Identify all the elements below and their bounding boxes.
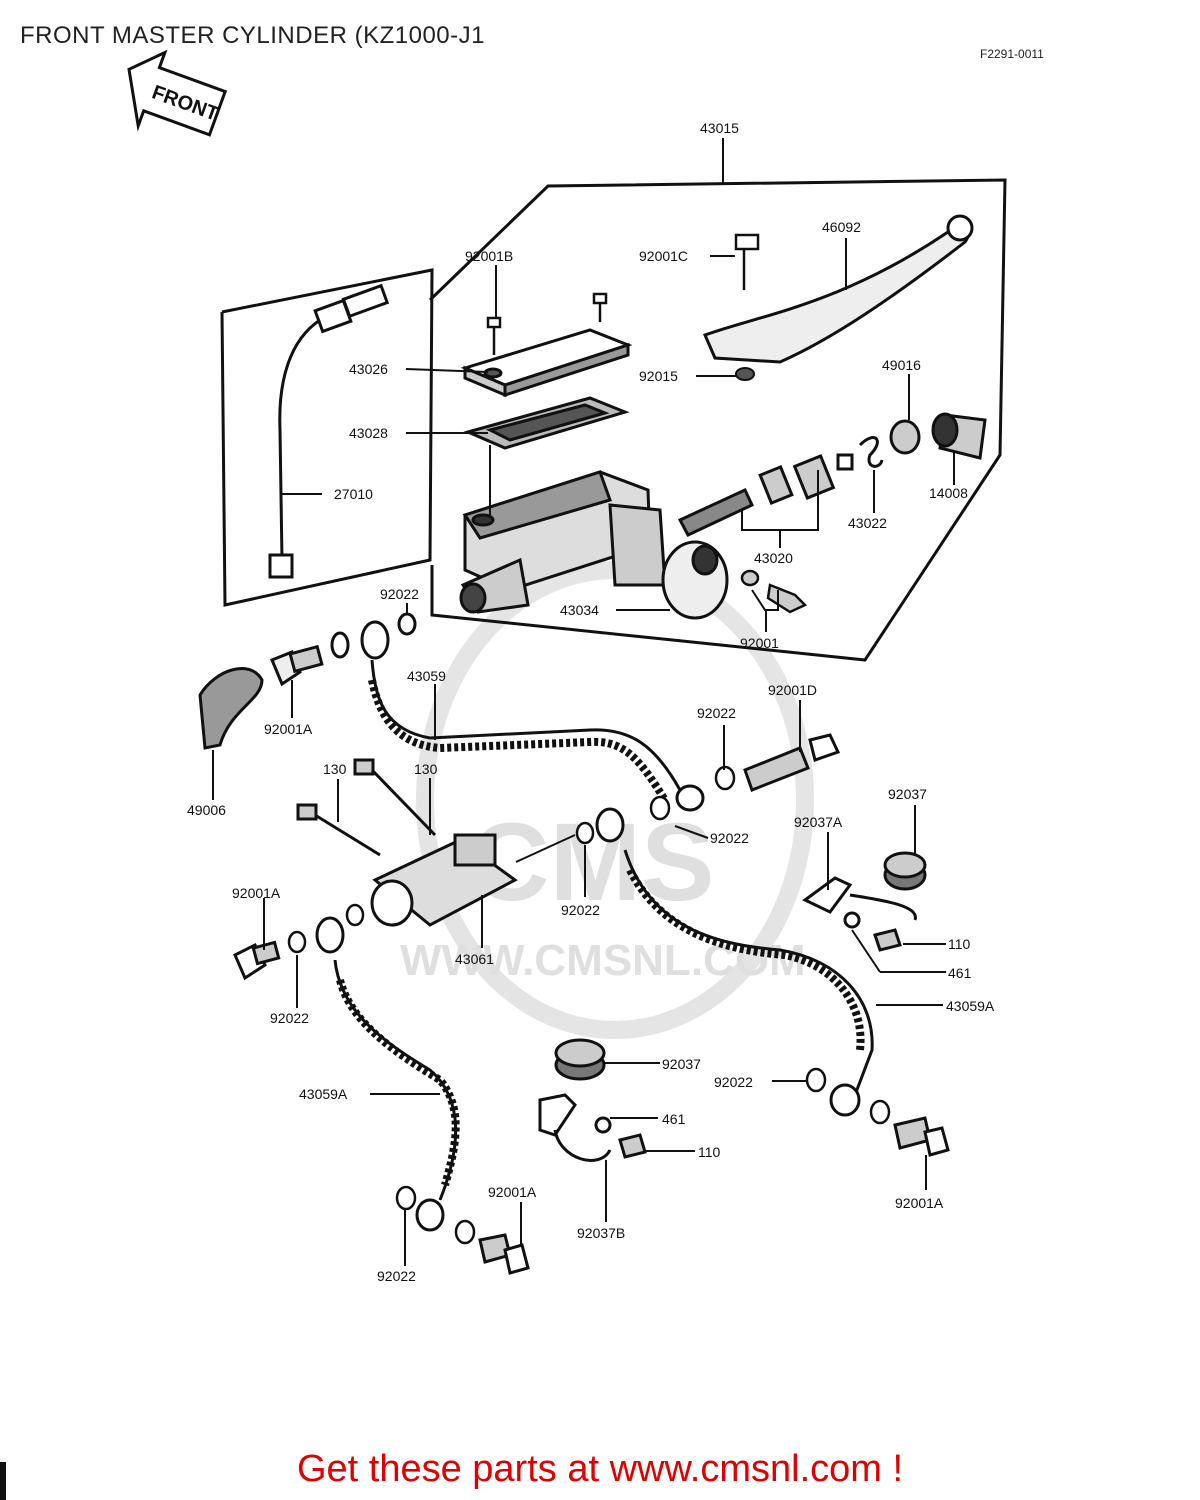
rubber-cap-49006 [198,667,264,750]
left-edge-mark [0,1462,6,1500]
label-92001: 92001 [740,635,779,651]
label-43034: 43034 [560,602,599,618]
label-49006: 49006 [187,802,226,818]
circlip [858,436,884,468]
label-92001C: 92001C [639,248,688,264]
label-92001A-a: 92001A [264,721,313,737]
label-92037B: 92037B [577,1225,625,1241]
piston-assembly [677,453,854,537]
label-92015: 92015 [639,368,678,384]
label-14008: 14008 [929,485,968,501]
label-110-b: 110 [698,1144,721,1160]
label-92037-b: 92037 [662,1056,701,1072]
hose-joint-43061 [370,833,518,927]
label-92022-g: 92022 [377,1268,416,1284]
label-92001A-d: 92001A [488,1184,537,1200]
label-43059A-b: 43059A [299,1086,348,1102]
clamp-92037B [538,1093,647,1162]
hose-43059A-left [315,916,460,1232]
washer-49016 [889,419,921,455]
cap-screws [486,292,608,355]
label-92022-d: 92022 [561,902,600,918]
lever-nut [735,367,755,381]
label-43059A-a: 43059A [946,998,995,1014]
label-130-a: 130 [323,761,347,777]
diagram-title: FRONT MASTER CYLINDER (KZ1000-J1 [20,22,485,49]
label-43059: 43059 [407,668,446,684]
banjo-bolt-92001A-top [270,612,417,687]
pivot-bolt [734,233,760,290]
label-27010: 27010 [334,486,373,502]
banjo-bolts-92001A [233,940,950,1275]
banjo-bolt-92001D [743,733,841,792]
label-43015: 43015 [700,120,739,136]
front-arrow-icon: FRONT [127,49,228,137]
label-43061: 43061 [455,951,494,967]
assembly-outline [220,178,1007,662]
label-92022-a: 92022 [380,586,419,602]
reservoir-gasket [463,396,630,450]
label-110-a: 110 [948,936,971,952]
label-92001A-b: 92001A [232,885,281,901]
washers-92022 [287,765,891,1245]
hose-43059A-right [595,807,874,1117]
brake-lever [702,214,974,364]
label-461-a: 461 [948,965,972,981]
bolts-130 [296,758,437,857]
label-49016: 49016 [882,357,921,373]
label-92022-f: 92022 [714,1074,753,1090]
exploded-parts-diagram: CMS WWW.CMSNL.COM FRONT [127,49,1007,1284]
label-130-b: 130 [414,761,438,777]
dust-boot-14008 [931,412,987,460]
watermark-brand: CMS [470,801,714,924]
label-92022-b: 92022 [697,705,736,721]
label-92001B: 92001B [465,248,513,264]
label-92001D: 92001D [768,682,817,698]
label-43020: 43020 [754,550,793,566]
label-92037A: 92037A [794,814,843,830]
label-92037-a: 92037 [888,786,927,802]
part-labels: 43015 46092 92001C 92001B 43026 92015 49… [187,120,995,1284]
label-92022-e: 92022 [270,1010,309,1026]
label-461-b: 461 [662,1111,686,1127]
clamp-92037A [802,876,917,952]
label-92022-c: 92022 [710,830,749,846]
promo-link-text[interactable]: Get these parts at www.cmsnl.com ! [296,1448,904,1490]
leader-lines [212,138,955,1266]
bolt-92001 [740,569,808,614]
label-43028: 43028 [349,425,388,441]
label-43026: 43026 [349,361,388,377]
hose-43059 [360,620,705,812]
reservoir-cap [460,328,633,398]
master-cylinder-body [459,470,729,620]
brake-light-switch [268,283,390,579]
grommet-92037-lower [554,1038,606,1081]
label-46092: 46092 [822,219,861,235]
grommet-92037-upper [883,851,927,891]
label-92001A-c: 92001A [895,1195,944,1211]
figure-code: F2291-0011 [980,47,1044,61]
label-43022: 43022 [848,515,887,531]
